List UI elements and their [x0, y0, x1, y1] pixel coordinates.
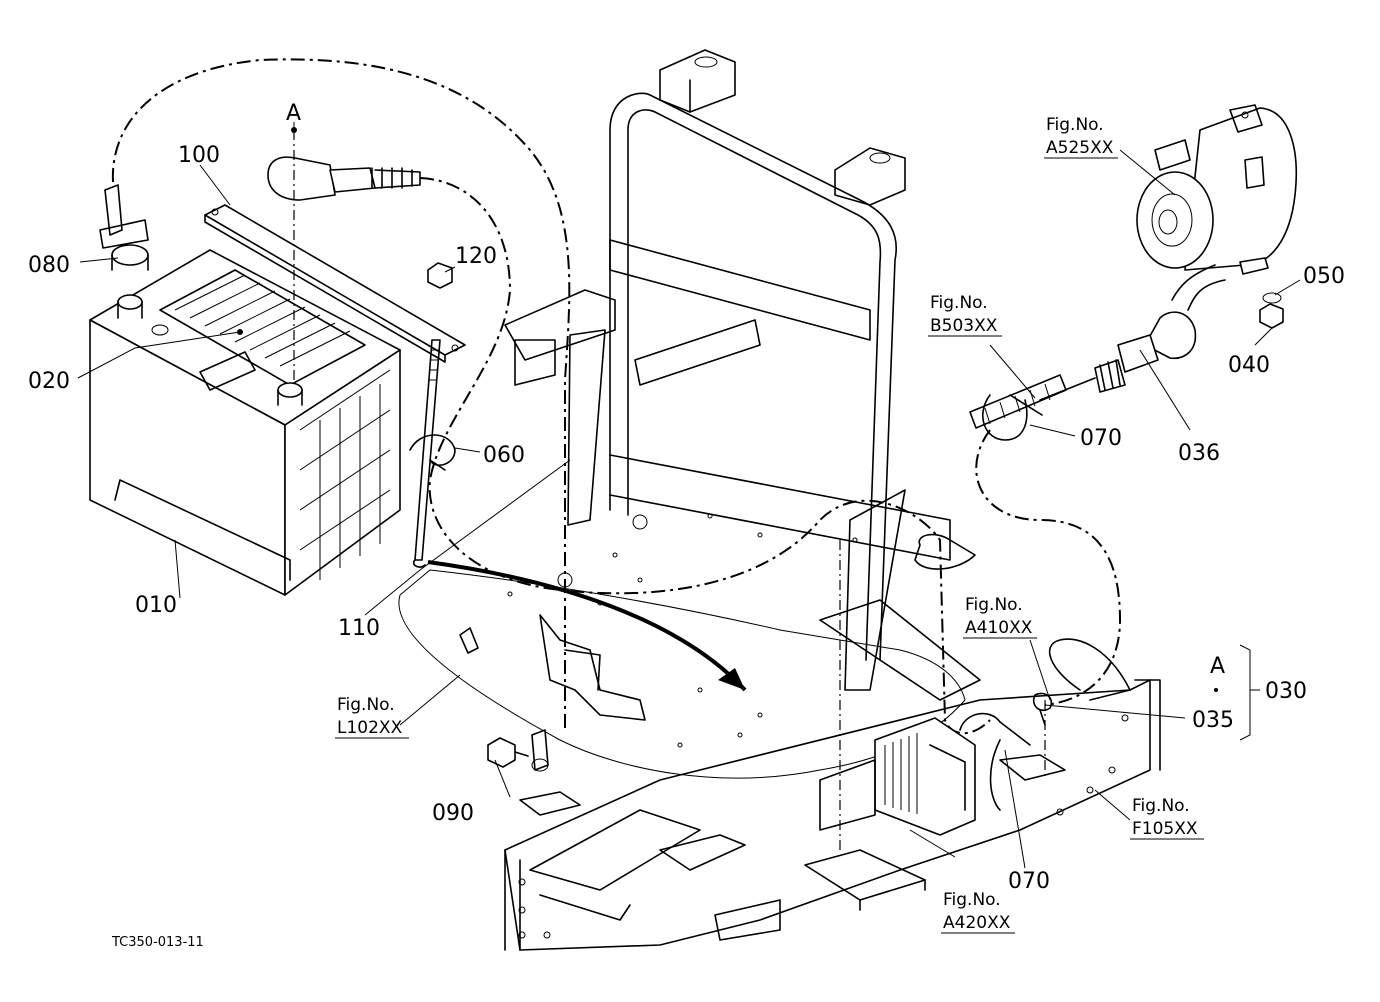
- clamp-upper: [981, 394, 1043, 441]
- part-number-030: 030: [1265, 679, 1307, 704]
- figure-ref-code-A525XX[interactable]: A525XX: [1046, 138, 1114, 158]
- figure-ref-code-A410XX[interactable]: A410XX: [965, 618, 1033, 638]
- view-marker-a: A: [286, 101, 301, 126]
- terminal-nut: [1259, 292, 1284, 329]
- part-number-090: 090: [432, 801, 474, 826]
- view-marker-a: A: [1210, 654, 1225, 679]
- part-number-120: 120: [455, 244, 497, 269]
- part-number-070: 070: [1008, 869, 1050, 894]
- part-number-100: 100: [178, 143, 220, 168]
- part-number-070: 070: [1080, 426, 1122, 451]
- figure-ref-prefix: Fig.No.: [1046, 115, 1104, 135]
- part-number-110: 110: [338, 616, 380, 641]
- figure-ref-code-F105XX[interactable]: F105XX: [1132, 819, 1198, 839]
- part-number-080: 080: [28, 253, 70, 278]
- starter-cable: [969, 257, 1269, 429]
- part-number-020: 020: [28, 369, 70, 394]
- part-labels: 010 020 030 035 036 040 050 060 070 070 080 090 100 1…: [28, 101, 1345, 950]
- starter-motor: [1136, 104, 1298, 271]
- figure-ref-code-B503XX[interactable]: B503XX: [930, 316, 998, 336]
- figure-ref-prefix: Fig.No.: [943, 890, 1001, 910]
- figure-ref-prefix: Fig.No.: [965, 595, 1023, 615]
- figure-ref-prefix: Fig.No.: [337, 695, 395, 715]
- hold-down-bracket: [204, 204, 466, 363]
- part-number-010: 010: [135, 593, 177, 618]
- seat-frame: [504, 49, 981, 701]
- part-number-036: 036: [1178, 441, 1220, 466]
- relay-box: [819, 717, 976, 836]
- figure-ref-code-L102XX[interactable]: L102XX: [337, 718, 403, 738]
- part-number-060: 060: [483, 443, 525, 468]
- negative-cable: [99, 184, 149, 271]
- clamp-lower: [959, 692, 1053, 811]
- part-number-035: 035: [1192, 708, 1234, 733]
- chassis-frame: [504, 638, 1161, 951]
- cable-holder: [914, 533, 976, 570]
- leader-lines: [77, 122, 1301, 869]
- drawing-code: TC350-013-11: [111, 935, 204, 950]
- part-number-040: 040: [1228, 353, 1270, 378]
- routing-arrow: [427, 560, 747, 692]
- part-number-050: 050: [1303, 264, 1345, 289]
- positive-cable-boot: [267, 156, 421, 201]
- figure-ref-prefix: Fig.No.: [1132, 796, 1190, 816]
- ground-bolt: [487, 729, 549, 772]
- figure-ref-prefix: Fig.No.: [930, 293, 988, 313]
- rod-assembly: [409, 262, 456, 568]
- battery: [89, 249, 401, 596]
- figure-ref-code-A420XX[interactable]: A420XX: [943, 913, 1011, 933]
